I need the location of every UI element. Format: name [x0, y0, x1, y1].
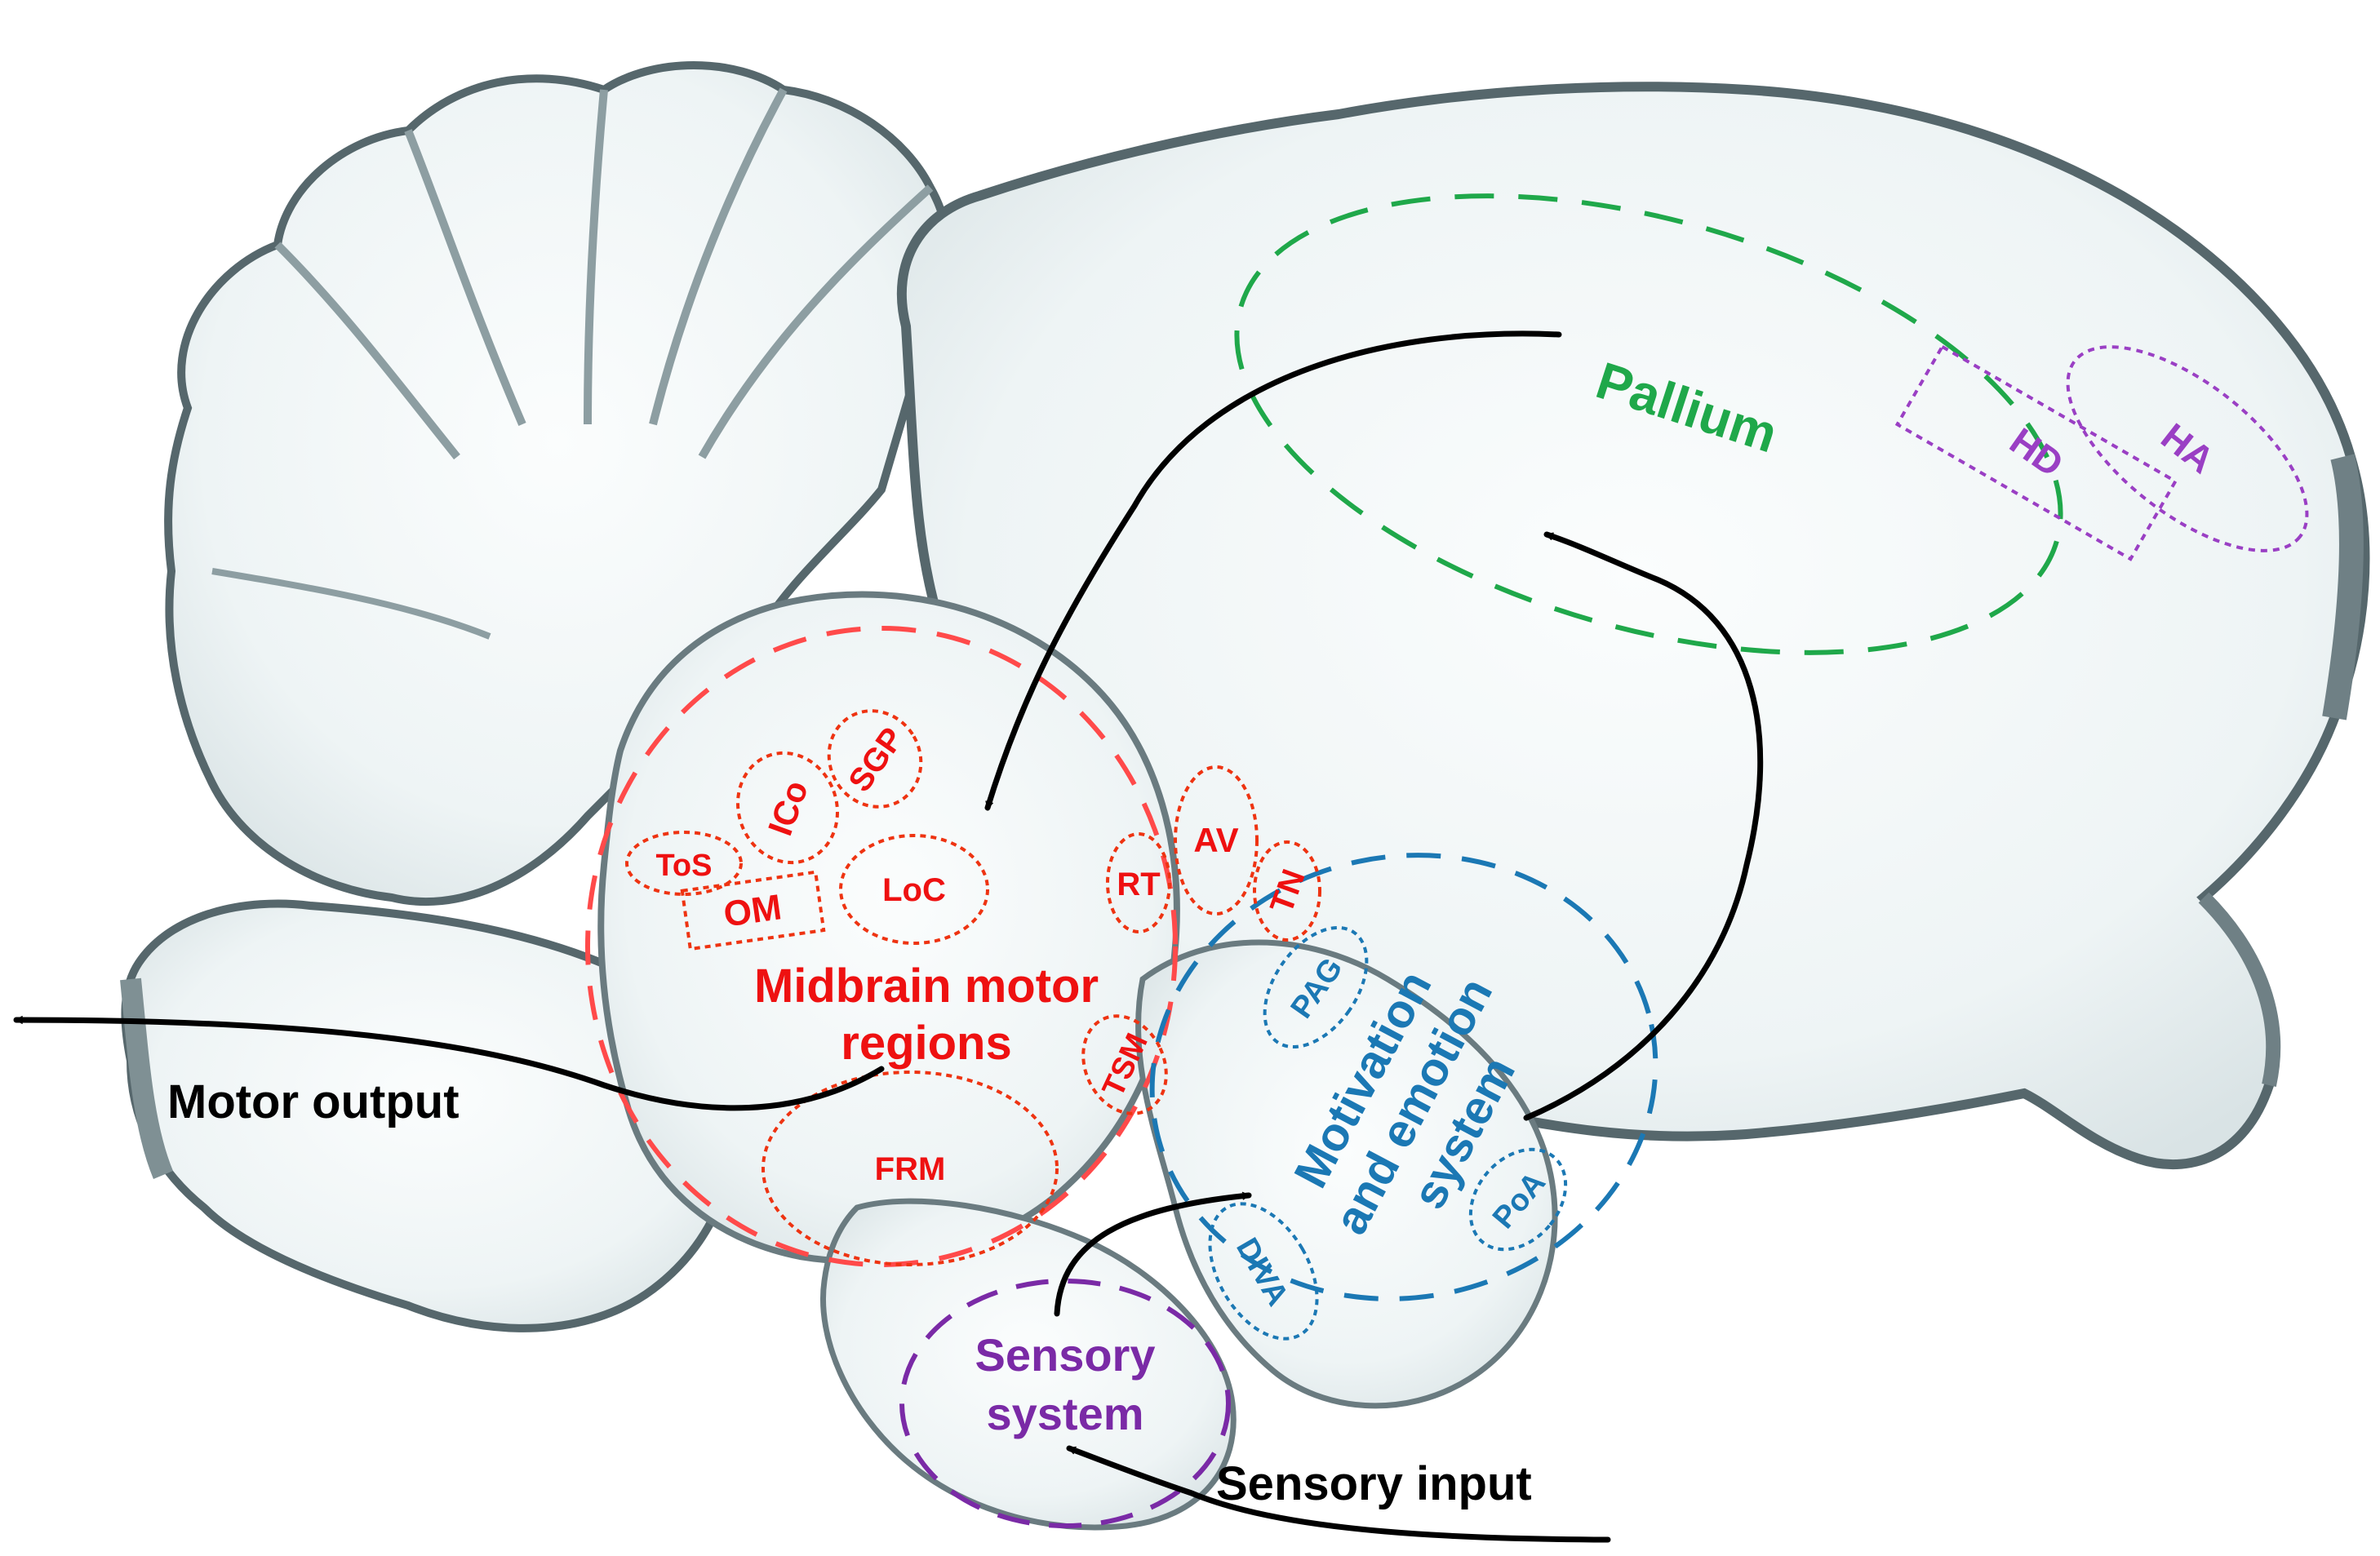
midbrain-outline [585, 626, 1178, 1267]
sensory-to-motivation-arrow [1054, 1191, 1252, 1317]
optic-tectum [597, 591, 1180, 1266]
sensory-label-line2: system [986, 1388, 1143, 1439]
av-outline [1174, 765, 1259, 915]
om-outline [680, 870, 826, 951]
rt-label: RT [1117, 867, 1160, 902]
ico-outline [736, 751, 839, 865]
midbrain-label-line1: Midbrain motor [754, 960, 1099, 1013]
tos-outline [625, 831, 743, 896]
sensory-input-label: Sensory input [1216, 1457, 1532, 1510]
rt-outline [1106, 832, 1171, 933]
sensory-label-line1: Sensory [975, 1329, 1156, 1381]
poa-outline [1468, 1147, 1568, 1252]
sensory-input-arrow [1066, 1445, 1611, 1543]
pallium-to-midbrain-arrow [984, 330, 1562, 811]
tsm-outline [1081, 1014, 1168, 1115]
midbrain-label-line2: regions [841, 1017, 1012, 1070]
tos-label: ToS [656, 849, 713, 883]
ha-outline [2066, 345, 2309, 552]
diva-outline [1208, 1202, 1319, 1341]
om-label: OM [722, 887, 784, 934]
motivation-nuclei [1208, 925, 1568, 1341]
tn-outline [1253, 840, 1321, 942]
frm-outline [762, 1071, 1059, 1266]
motor-output-label: Motor output [167, 1075, 460, 1128]
lower-lobe [820, 1198, 1237, 1531]
sgp-outline [827, 709, 923, 809]
pathway-arrows [13, 330, 1764, 1543]
av-label: AV [1193, 821, 1238, 859]
loc-label: LoC [882, 872, 946, 908]
frm-label: FRM [875, 1151, 946, 1187]
motivation-outline [1149, 853, 1658, 1301]
midbrain-nuclei [625, 709, 1321, 1266]
pag-outline [1263, 925, 1369, 1049]
sensory-outline [899, 1279, 1231, 1528]
brain-silhouette [120, 61, 2370, 1531]
loc-outline [839, 834, 989, 945]
motor-output-arrow [13, 1015, 885, 1111]
motivation-to-pallium-arrow [1523, 531, 1764, 1121]
